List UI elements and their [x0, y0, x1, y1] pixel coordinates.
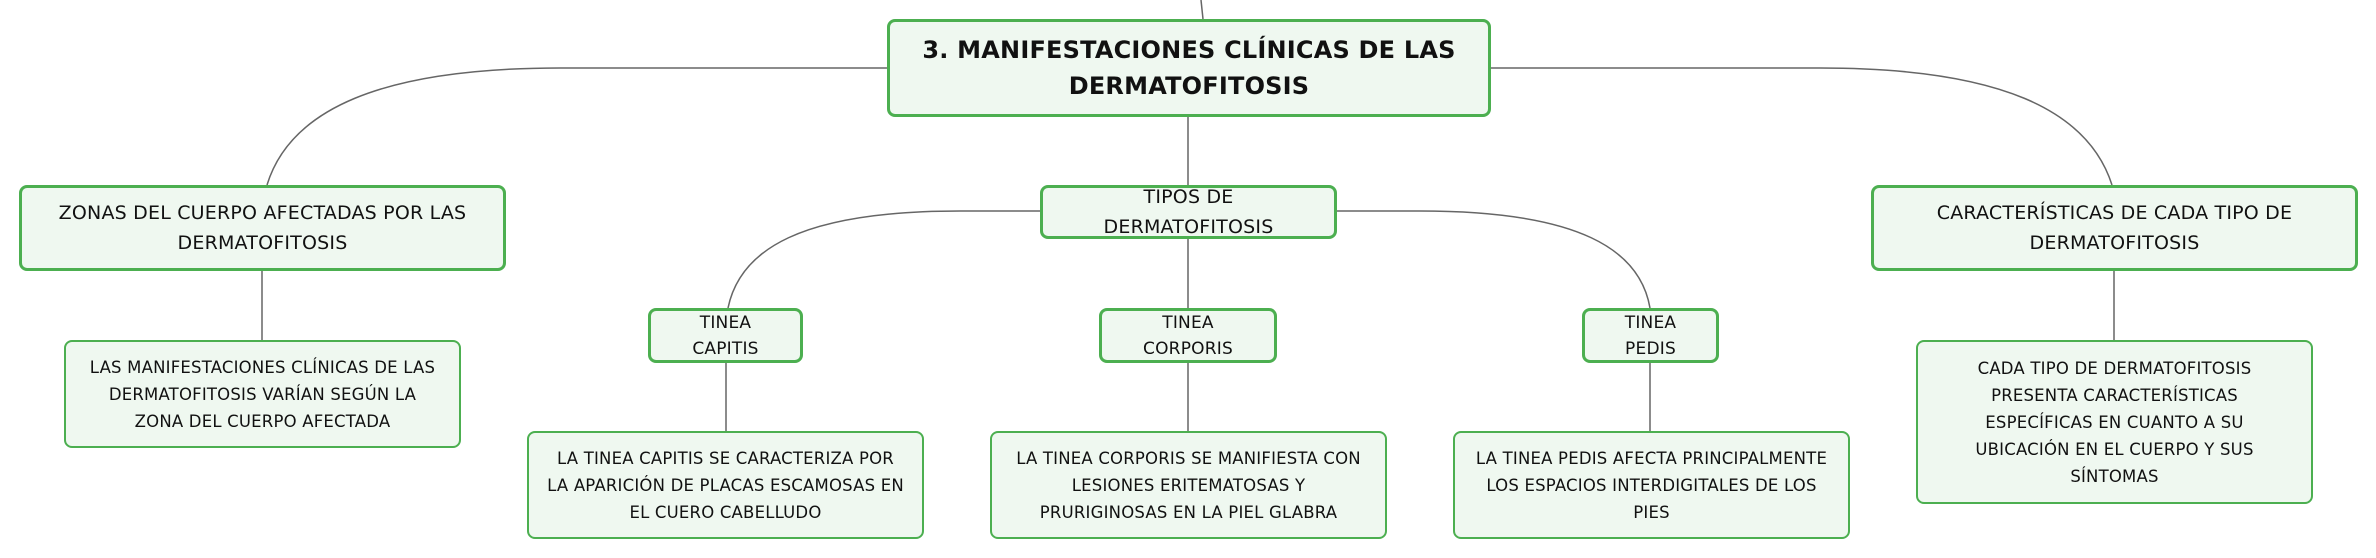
subtopic-tinea-capitis[interactable]: TINEA CAPITIS — [648, 308, 803, 363]
note-tinea-capitis-text: LA TINEA CAPITIS SE CARACTERIZA POR LA A… — [547, 448, 904, 522]
connector-root-to-zonas — [266, 67, 887, 186]
subtopic-tinea-capitis-label: TINEA CAPITIS — [692, 312, 759, 359]
root-topic[interactable]: 3. MANIFESTACIONES CLÍNICAS DE LAS DERMA… — [887, 19, 1491, 117]
connector-tipos-to-capitis — [727, 210, 1040, 309]
note-caracteristicas-description[interactable]: CADA TIPO DE DERMATOFITOSIS PRESENTA CAR… — [1916, 340, 2313, 504]
note-tinea-corporis-text: LA TINEA CORPORIS SE MANIFIESTA CON LESI… — [1016, 448, 1361, 522]
note-tinea-capitis-description[interactable]: LA TINEA CAPITIS SE CARACTERIZA POR LA A… — [527, 431, 924, 539]
note-tinea-corporis-description[interactable]: LA TINEA CORPORIS SE MANIFIESTA CON LESI… — [990, 431, 1387, 539]
connector-root-to-caract — [1491, 67, 2113, 186]
subtopic-tinea-pedis-label: TINEA PEDIS — [1624, 312, 1677, 359]
note-tinea-pedis-description[interactable]: LA TINEA PEDIS AFECTA PRINCIPALMENTE LOS… — [1453, 431, 1850, 539]
subtopic-tinea-corporis[interactable]: TINEA CORPORIS — [1099, 308, 1277, 363]
note-zonas-description[interactable]: LAS MANIFESTACIONES CLÍNICAS DE LAS DERM… — [64, 340, 461, 448]
note-tinea-pedis-text: LA TINEA PEDIS AFECTA PRINCIPALMENTE LOS… — [1475, 448, 1828, 522]
connector-parent-to-root — [1200, 0, 1204, 20]
root-topic-label: 3. MANIFESTACIONES CLÍNICAS DE LAS DERMA… — [922, 36, 1456, 100]
topic-tipos-label: TIPOS DE DERMATOFITOSIS — [1103, 186, 1274, 238]
topic-caracteristicas[interactable]: CARACTERÍSTICAS DE CADA TIPO DE DERMATOF… — [1871, 185, 2358, 271]
topic-tipos-de-dermatofitosis[interactable]: TIPOS DE DERMATOFITOSIS — [1040, 185, 1337, 239]
topic-zonas-label: ZONAS DEL CUERPO AFECTADAS POR LAS DERMA… — [58, 202, 467, 254]
subtopic-tinea-pedis[interactable]: TINEA PEDIS — [1582, 308, 1719, 363]
note-caracteristicas-text: CADA TIPO DE DERMATOFITOSIS PRESENTA CAR… — [1975, 358, 2254, 486]
subtopic-tinea-corporis-label: TINEA CORPORIS — [1143, 312, 1233, 359]
connector-tipos-to-pedis — [1337, 210, 1651, 309]
topic-zonas-del-cuerpo[interactable]: ZONAS DEL CUERPO AFECTADAS POR LAS DERMA… — [19, 185, 506, 271]
note-zonas-text: LAS MANIFESTACIONES CLÍNICAS DE LAS DERM… — [89, 357, 436, 431]
topic-caracteristicas-label: CARACTERÍSTICAS DE CADA TIPO DE DERMATOF… — [1936, 202, 2293, 254]
